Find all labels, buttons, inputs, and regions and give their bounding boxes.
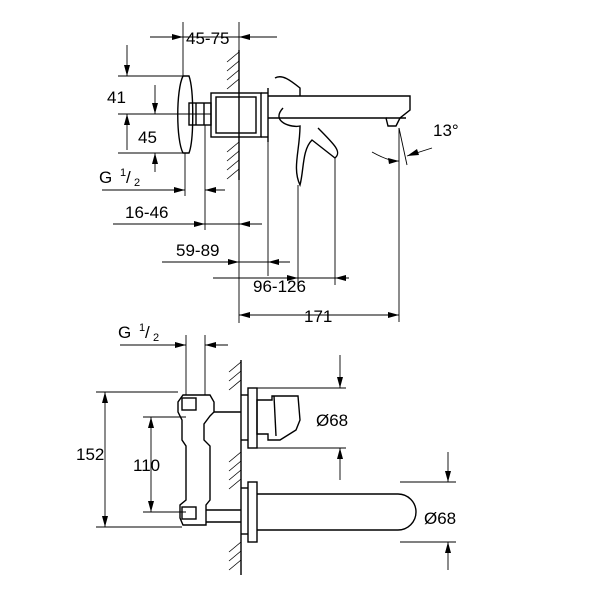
wall-hatch-line [226, 150, 240, 162]
thread-sub-front: 2 [153, 332, 159, 344]
wall-hatch-line [228, 361, 242, 373]
wall-hatch-line [228, 550, 242, 562]
thread-sup-front: 1 [139, 322, 145, 334]
wall-hatch-line [228, 460, 242, 472]
dim-171: 171 [239, 128, 400, 326]
dim-96-126: 96-126 [213, 158, 349, 296]
label-16-46: 16-46 [125, 203, 168, 222]
label-96-126: 96-126 [253, 277, 306, 296]
label-152: 152 [76, 445, 104, 464]
dim-rosette-lower: Ø68 [400, 452, 456, 570]
wall-hatch-line [228, 559, 242, 571]
label-59-89: 59-89 [176, 241, 219, 260]
thread-g-front: G [118, 323, 131, 342]
label-110: 110 [133, 456, 160, 475]
angle-13: 13° [371, 121, 459, 166]
dim-45-75: 45-75 [150, 22, 277, 76]
dim-59-89: 59-89 [162, 142, 290, 276]
label-41: 41 [107, 88, 126, 107]
upper-rosette [241, 387, 301, 449]
wall-hatch-line [226, 168, 240, 180]
label-171: 171 [304, 307, 332, 326]
wall-hatch-line [226, 159, 240, 171]
thread-slash-front: / [145, 323, 150, 342]
thread-top: G 1 / 2 [99, 125, 225, 196]
dim-110: 110 [133, 416, 186, 513]
wall-hatch-line [228, 541, 242, 553]
wall-hatch-line [226, 60, 240, 72]
wall-hatch-line [226, 141, 240, 153]
wall-top [226, 50, 240, 180]
wall-hatch-line [226, 51, 240, 63]
label-diameter-lower: Ø68 [424, 509, 456, 528]
top-view: 45-75 41 45 G 1 / 2 [99, 22, 459, 326]
label-diameter-upper: Ø68 [316, 411, 348, 430]
lever [274, 76, 339, 188]
handle-disc [177, 75, 212, 154]
dim-rosette-upper: Ø68 [257, 355, 348, 480]
thread-sup-top: 1 [120, 167, 126, 179]
wall-hatch-line [228, 478, 242, 490]
spout-front [241, 481, 417, 543]
wall-hatch-line [228, 379, 242, 391]
mixer-body [210, 88, 269, 142]
wall-hatch-line [228, 370, 242, 382]
thread-slash-top: / [126, 168, 131, 187]
label-13-deg: 13° [433, 121, 459, 140]
concealed-body [177, 394, 241, 526]
wall-hatch-line [228, 469, 242, 481]
front-view: G 1 / 2 152 110 [76, 322, 456, 575]
dim-152: 152 [76, 391, 182, 528]
dim-16-46: 16-46 [113, 180, 262, 323]
dim-height-top: 41 45 [107, 45, 211, 172]
wall-hatch-line [226, 69, 240, 81]
spout-top [268, 95, 411, 127]
wall-hatch-line [228, 451, 242, 463]
wall-hatch-line [226, 78, 240, 90]
thread-sub-top: 2 [134, 177, 140, 189]
thread-g-top: G [99, 168, 112, 187]
thread-front: G 1 / 2 [118, 322, 228, 395]
label-45-75: 45-75 [186, 29, 229, 48]
label-45: 45 [138, 128, 157, 147]
wall-front [228, 360, 242, 575]
